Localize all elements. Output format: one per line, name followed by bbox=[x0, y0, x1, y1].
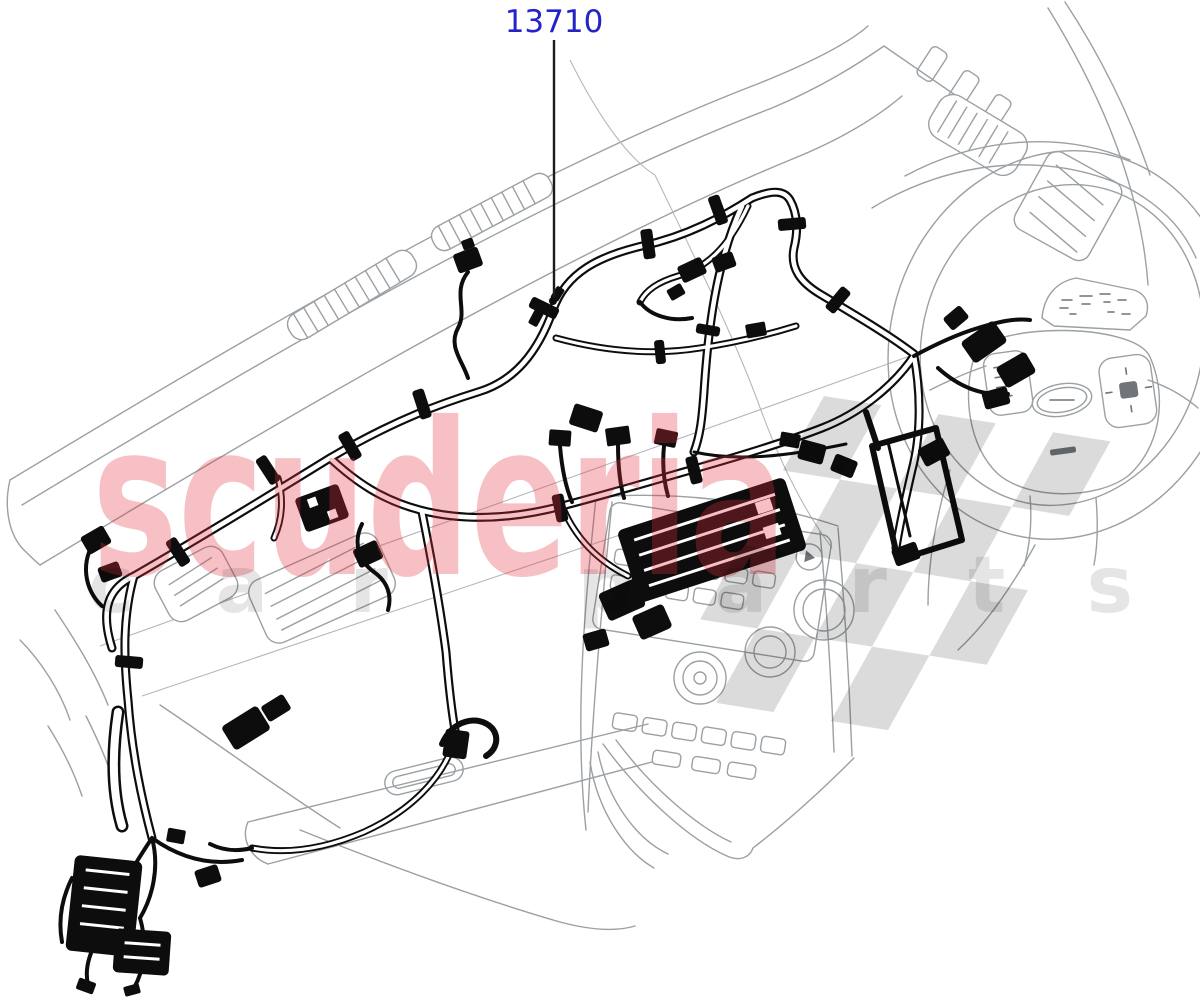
harness-connectors bbox=[65, 237, 1036, 997]
instrument-cluster bbox=[1041, 277, 1149, 331]
wiring-harness bbox=[58, 187, 1036, 997]
checkered-flag-watermark bbox=[700, 396, 1111, 731]
defroster-vent-right bbox=[430, 172, 554, 252]
speaker-grille bbox=[928, 93, 1028, 177]
harness-clamps bbox=[114, 194, 851, 669]
leader-endpoint bbox=[549, 297, 557, 305]
column-bracket bbox=[863, 409, 965, 563]
watermark-tagline-text: car parts bbox=[88, 541, 1133, 631]
part-number-label: 13710 bbox=[505, 4, 604, 40]
bulkhead-connector-block-2 bbox=[112, 928, 172, 976]
right-spoke-buttons bbox=[1098, 353, 1158, 429]
airbag-badge bbox=[1049, 446, 1077, 456]
climate-controls bbox=[611, 579, 855, 780]
harness-trunks bbox=[102, 187, 924, 855]
radio-chassis-connector bbox=[618, 478, 806, 602]
watermark-brand-text: scuderia bbox=[92, 377, 787, 624]
part-callout: 13710 bbox=[505, 4, 604, 305]
defroster-vent-left bbox=[286, 249, 418, 341]
